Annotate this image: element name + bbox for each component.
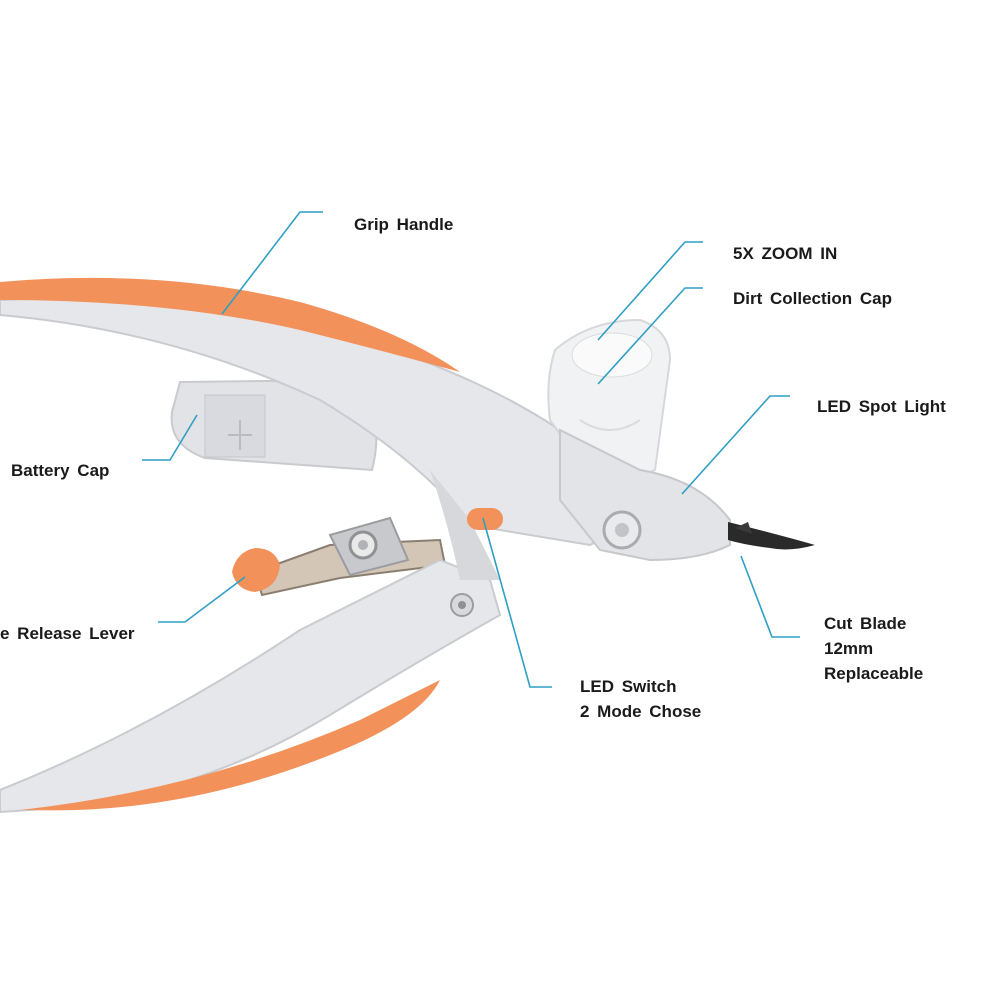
led-switch-button [467,508,503,530]
label-dirt-collection-cap: Dirt Collection Cap [733,289,893,308]
label-grip-handle: Grip Handle [354,215,454,234]
label-led-spot-light: LED Spot Light [817,397,946,416]
cut-blade [728,522,815,550]
magnifier-cap [547,318,672,479]
led-spot-leader [681,395,790,495]
release-lever-arm [253,516,447,597]
label-zoom-in: 5X ZOOM IN [733,244,838,263]
battery-cap-leader [142,414,198,461]
lower-handle [0,558,502,814]
label-cut-blade-line1: Cut Blade [824,614,907,633]
label-battery-cap: Battery Cap [11,461,110,480]
label-cut-blade: Cut Blade 12mm Replaceable [824,611,923,686]
callout-lines [142,211,800,688]
led-switch-leader [482,517,552,688]
cut-blade-leader [740,555,800,638]
label-led-switch-line1: LED Switch [580,677,677,696]
label-cut-blade-line3: Replaceable [824,664,924,683]
label-led-switch: LED Switch 2 Mode Chose [580,674,701,724]
label-release-lever: e Release Lever [0,624,135,643]
label-led-switch-line2: 2 Mode Chose [580,702,702,721]
release-lever-knob [232,548,280,592]
dirt-cap-leader [597,287,703,385]
zoom-in-leader [597,241,703,341]
release-lever-leader [158,576,246,623]
label-cut-blade-line2: 12mm [824,639,874,658]
grip-handle-leader [221,211,323,315]
clipper-head [559,428,731,562]
